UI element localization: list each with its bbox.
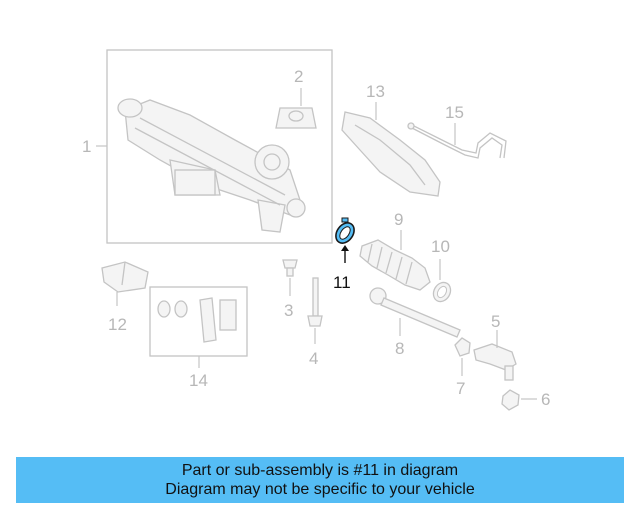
part-15-line[interactable] [407,122,507,159]
part-13-heat-shield[interactable] [341,111,441,197]
label-1: 1 [82,137,91,156]
label-8: 8 [395,339,404,358]
part-10-clamp[interactable] [430,279,454,304]
label-14: 14 [189,371,208,390]
part-6-nut[interactable] [501,389,520,411]
label-6: 6 [541,390,550,409]
part-7-nut[interactable] [454,337,471,357]
info-banner: Part or sub-assembly is #11 in diagram D… [16,457,624,503]
label-7: 7 [456,379,465,398]
label-3: 3 [284,301,293,320]
part-2-mount[interactable] [275,107,317,129]
label-12: 12 [108,315,127,334]
part-1-steering-gear[interactable] [106,49,333,244]
part-11-clamp[interactable] [332,217,358,247]
part-9-boot[interactable] [359,239,431,291]
banner-line-2: Diagram may not be specific to your vehi… [165,481,475,498]
label-13: 13 [366,82,385,101]
part-4-bolt[interactable] [307,277,323,327]
part-14-kit[interactable] [149,286,248,357]
label-10: 10 [431,237,450,256]
part-3-fastener[interactable] [282,259,298,277]
banner-line-1: Part or sub-assembly is #11 in diagram [181,462,459,479]
part-5-tie-rod-end[interactable] [473,343,517,381]
label-15: 15 [445,103,464,122]
label-11: 11 [333,273,351,292]
label-5: 5 [491,312,500,331]
parts-diagram: 1 2 13 15 11 9 10 [82,49,550,411]
part-12-bracket[interactable] [101,261,149,293]
label-2: 2 [294,67,303,86]
label-4: 4 [309,349,318,368]
label-9: 9 [394,210,403,229]
part-8-tie-rod[interactable] [369,287,461,338]
